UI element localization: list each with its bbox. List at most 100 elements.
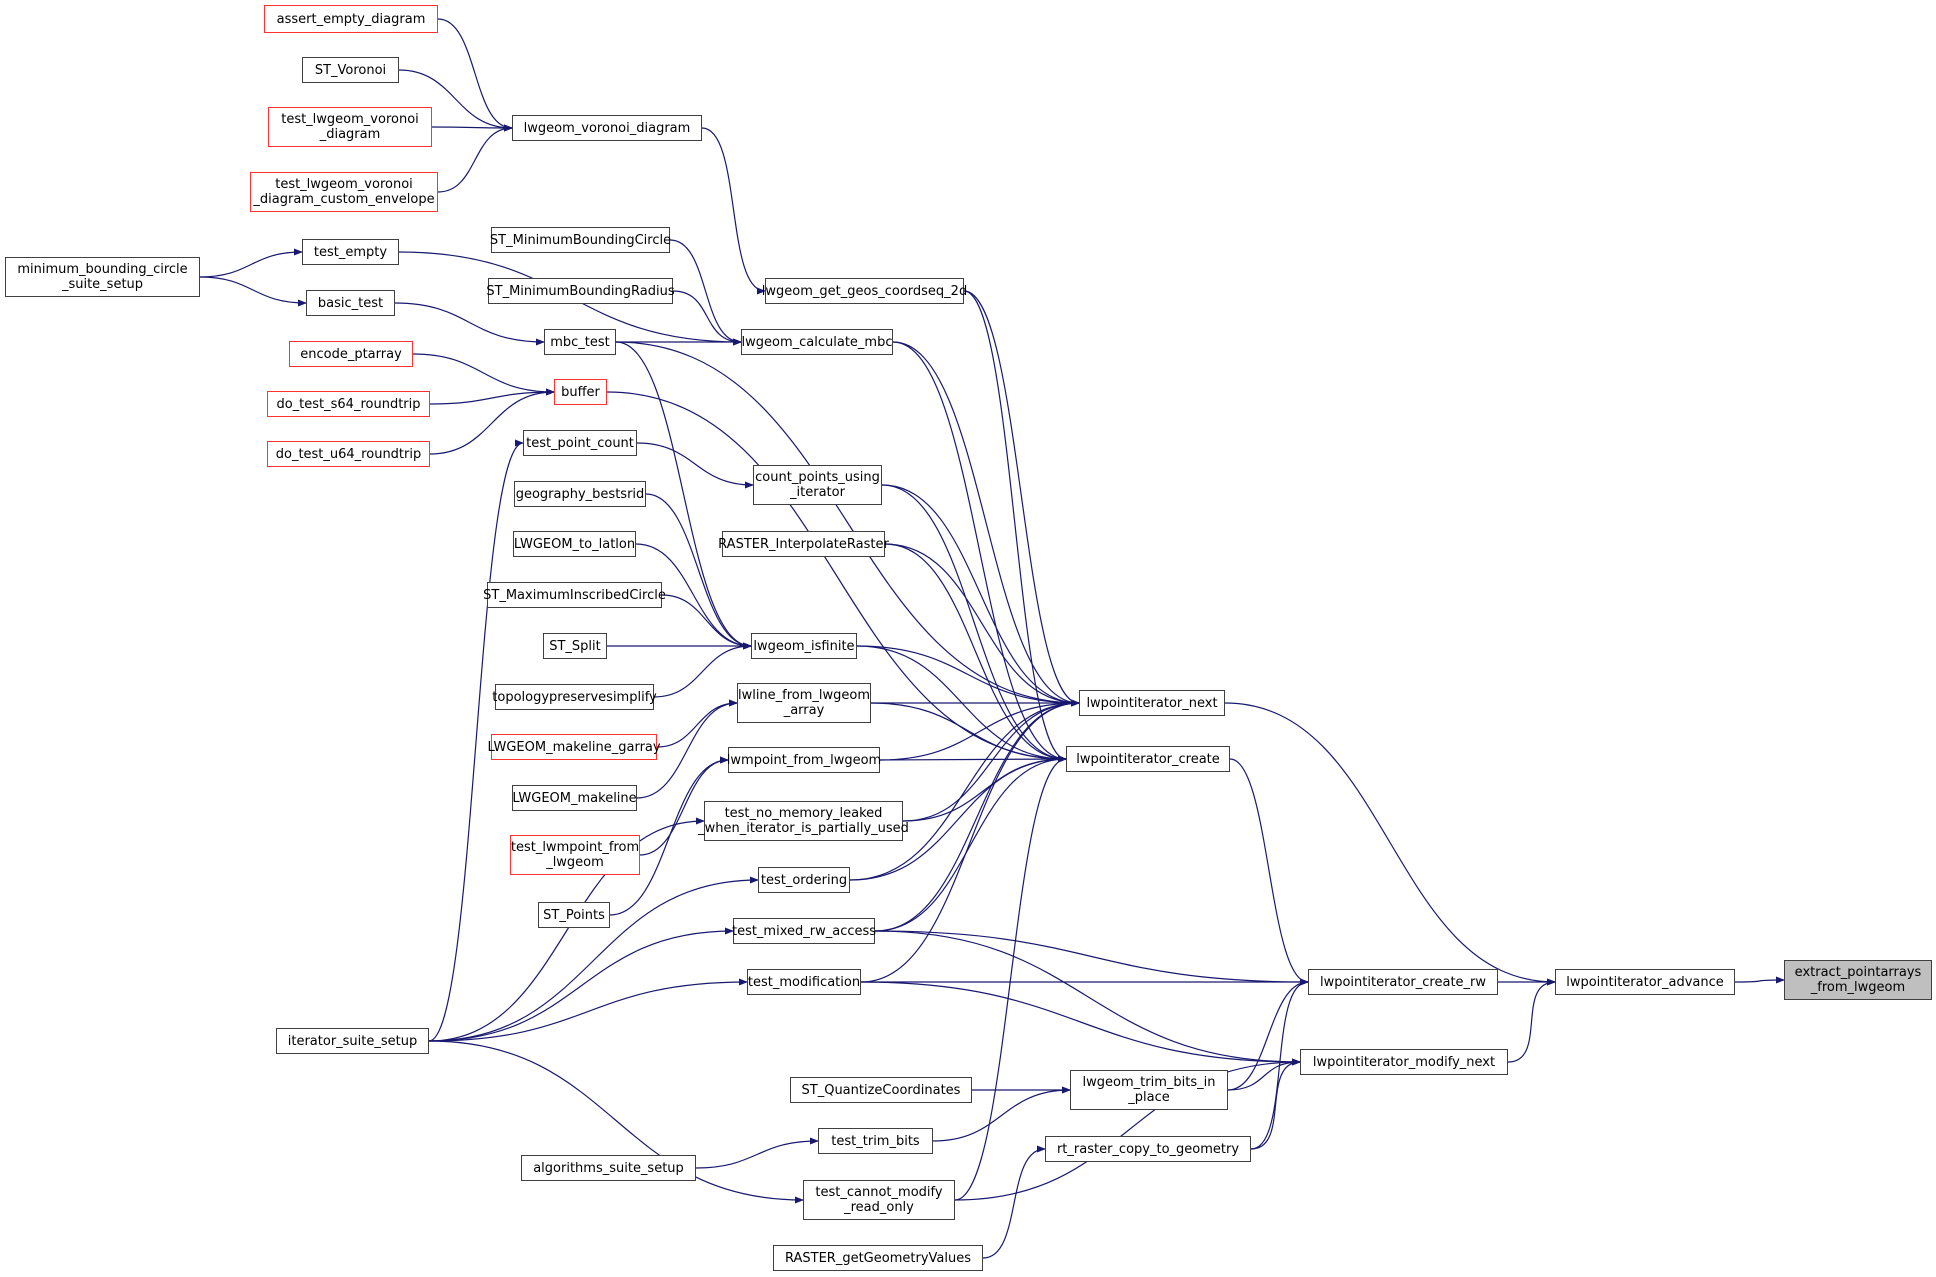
edge-mbc-test-to-lwpointiterator-next [615,341,1080,707]
node-do-test-s64-roundtrip[interactable]: do_test_s64_roundtrip [267,391,430,417]
node-test-point-count[interactable]: test_point_count [523,430,637,456]
node-mbc-test[interactable]: mbc_test [544,329,616,355]
edge-lwgeom-makeline-to-lwline-from-lwgeom-array [636,699,738,799]
node-lwgeom-to-latlon[interactable]: LWGEOM_to_latlon [513,531,636,557]
edge-lwline-from-lwgeom-array-to-lwpointiterator-create [870,702,1067,763]
edge-lwgeom-isfinite-to-lwpointiterator-next [856,645,1080,707]
edge-lwpointiterator-advance-to-extract-pointarrays-from-lwgeom [1734,976,1785,984]
node-encode-ptarray[interactable]: encode_ptarray [289,341,413,367]
node-test-lwmpoint-from-lwgeom[interactable]: test_lwmpoint_from _lwgeom [510,835,640,875]
edge-lwgeom-voronoi-diagram-to-lwgeom-get-geos-coordseq-2d [701,127,766,295]
node-st-voronoi[interactable]: ST_Voronoi [302,57,399,83]
edge-iterator-suite-setup-to-test-no-memory-leaked [428,817,705,1042]
node-algorithms-suite-setup[interactable]: algorithms_suite_setup [521,1155,696,1181]
node-test-cannot-modify-read-only[interactable]: test_cannot_modify _read_only [803,1180,955,1220]
node-lwgeom-calculate-mbc[interactable]: lwgeom_calculate_mbc [741,329,893,355]
node-test-mixed-rw-access[interactable]: test_mixed_rw_access [732,918,876,944]
node-lwgeom-makeline[interactable]: LWGEOM_makeline [512,785,637,811]
node-st-minimumboundingcircle[interactable]: ST_MinimumBoundingCircle [490,227,671,253]
edge-geography-bestsrid-to-lwgeom-isfinite [645,493,752,650]
edge-assert-empty-diagram-to-lwgeom-voronoi-diagram [437,18,513,132]
edge-iterator-suite-setup-to-test-point-count [428,439,524,1042]
node-raster-getgeometryvalues[interactable]: RASTER_getGeometryValues [773,1245,983,1271]
node-assert-empty-diagram[interactable]: assert_empty_diagram [264,5,438,33]
edge-test-ordering-to-lwpointiterator-next [849,699,1080,881]
node-topologypreservesimplify[interactable]: topologypreservesimplify [492,684,657,710]
node-lwmpoint-from-lwgeom[interactable]: lwmpoint_from_lwgeom [727,747,881,773]
node-st-maximuminscribedcircle[interactable]: ST_MaximumInscribedCircle [483,582,666,608]
edge-test-modification-to-lwpointiterator-modify-next [860,981,1301,1066]
node-test-lwgeom-voronoi-diagram[interactable]: test_lwgeom_voronoi _diagram [268,107,432,147]
edge-minimum-bounding-circle-suite-setup-to-test-empty [199,248,303,278]
node-lwpointiterator-next[interactable]: lwpointiterator_next [1079,690,1225,716]
edge-lwgeom-get-geos-coordseq-2d-to-lwpointiterator-next [963,290,1080,707]
edge-buffer-to-lwpointiterator-create [606,391,1067,763]
node-raster-interpolateraster[interactable]: RASTER_InterpolateRaster [718,531,889,557]
node-test-lwgeom-voronoi-diagram-custom-envelope[interactable]: test_lwgeom_voronoi _diagram_custom_enve… [250,172,438,212]
node-test-empty[interactable]: test_empty [302,239,399,265]
node-iterator-suite-setup[interactable]: iterator_suite_setup [276,1028,429,1054]
edge-test-mixed-rw-access-to-lwpointiterator-modify-next [874,930,1301,1066]
edge-lwgeom-to-latlon-to-lwgeom-isfinite [635,543,752,650]
edge-rt-raster-copy-to-geometry-to-lwpointiterator-modify-next [1250,1058,1301,1150]
edge-basic-test-to-mbc-test [394,302,545,346]
node-lwgeom-trim-bits-in-place[interactable]: lwgeom_trim_bits_in _place [1070,1070,1228,1110]
node-test-modification[interactable]: test_modification [747,969,861,995]
node-lwpointiterator-modify-next[interactable]: lwpointiterator_modify_next [1300,1049,1508,1075]
node-do-test-u64-roundtrip[interactable]: do_test_u64_roundtrip [267,441,430,467]
node-st-quantizecoordinates[interactable]: ST_QuantizeCoordinates [790,1077,972,1103]
edge-lwgeom-get-geos-coordseq-2d-to-lwpointiterator-create [963,290,1067,763]
edge-st-voronoi-to-lwgeom-voronoi-diagram [398,69,513,132]
edge-test-mixed-rw-access-to-lwpointiterator-create-rw [874,930,1309,986]
edge-iterator-suite-setup-to-test-mixed-rw-access [428,927,734,1042]
edge-encode-ptarray-to-buffer [412,353,555,396]
edge-test-lwgeom-voronoi-diagram-custom-envelope-to-lwgeom-voronoi-diagram [437,124,513,193]
node-test-trim-bits[interactable]: test_trim_bits [818,1128,933,1154]
edge-lwgeom-makeline-garray-to-lwline-from-lwgeom-array [656,699,738,748]
node-lwline-from-lwgeom-array[interactable]: lwline_from_lwgeom _array [737,683,871,723]
node-lwgeom-voronoi-diagram[interactable]: lwgeom_voronoi_diagram [512,115,702,141]
node-basic-test[interactable]: basic_test [306,290,395,316]
node-rt-raster-copy-to-geometry[interactable]: rt_raster_copy_to_geometry [1045,1136,1251,1162]
node-lwpointiterator-create[interactable]: lwpointiterator_create [1066,746,1230,772]
edge-test-point-count-to-count-points-using-iterator [636,442,754,489]
node-st-points[interactable]: ST_Points [538,902,610,928]
node-lwgeom-isfinite[interactable]: lwgeom_isfinite [751,633,857,659]
edge-rt-raster-copy-to-geometry-to-lwpointiterator-create-rw [1250,978,1309,1150]
edge-test-lwgeom-voronoi-diagram-to-lwgeom-voronoi-diagram [431,124,513,132]
edge-lwpointiterator-modify-next-to-lwpointiterator-advance [1507,978,1556,1063]
node-count-points-using-iterator[interactable]: count_points_using _iterator [753,465,882,505]
node-lwpointiterator-create-rw[interactable]: lwpointiterator_create_rw [1308,969,1498,995]
edge-lwmpoint-from-lwgeom-to-lwpointiterator-create [879,755,1067,763]
node-lwgeom-get-geos-coordseq-2d[interactable]: lwgeom_get_geos_coordseq_2d [762,278,967,304]
edge-minimum-bounding-circle-suite-setup-to-basic-test [199,276,307,307]
edge-test-modification-to-lwpointiterator-next [860,699,1080,983]
edge-lwgeom-trim-bits-in-place-to-lwpointiterator-modify-next [1227,1058,1301,1091]
edge-topologypreservesimplify-to-lwgeom-isfinite [653,642,752,698]
edge-algorithms-suite-setup-to-test-trim-bits [695,1137,819,1169]
node-st-split[interactable]: ST_Split [543,633,607,659]
node-geography-bestsrid[interactable]: geography_bestsrid [514,481,646,507]
node-buffer[interactable]: buffer [554,379,607,405]
edge-test-trim-bits-to-lwgeom-trim-bits-in-place [932,1086,1071,1142]
edge-lwgeom-calculate-mbc-to-lwpointiterator-next [892,341,1080,707]
edge-st-minimumboundingradius-to-lwgeom-calculate-mbc [672,290,742,346]
node-lwpointiterator-advance[interactable]: lwpointiterator_advance [1555,969,1735,995]
edge-mbc-test-to-lwgeom-isfinite [615,341,752,650]
edge-test-no-memory-leaked-to-lwpointiterator-create [902,755,1067,822]
edge-lwpointiterator-next-to-lwpointiterator-advance [1224,702,1556,986]
node-lwgeom-makeline-garray[interactable]: LWGEOM_makeline_garray [487,734,661,760]
edge-iterator-suite-setup-to-test-modification [428,978,748,1042]
edge-iterator-suite-setup-to-test-ordering [428,876,759,1042]
node-st-minimumboundingradius[interactable]: ST_MinimumBoundingRadius [486,278,675,304]
node-extract-pointarrays-from-lwgeom: extract_pointarrays _from_lwgeom [1784,960,1932,1000]
node-test-ordering[interactable]: test_ordering [758,867,850,893]
edge-test-mixed-rw-access-to-lwpointiterator-create [874,755,1067,932]
node-minimum-bounding-circle-suite-setup[interactable]: minimum_bounding_circle _suite_setup [5,257,200,297]
edge-lwpointiterator-create-to-lwpointiterator-create-rw [1229,758,1309,986]
edge-test-ordering-to-lwpointiterator-create [849,755,1067,881]
node-test-no-memory-leaked[interactable]: test_no_memory_leaked _when_iterator_is_… [698,801,909,841]
edge-test-no-memory-leaked-to-lwpointiterator-next [902,699,1080,822]
edge-do-test-u64-roundtrip-to-buffer [429,388,555,455]
